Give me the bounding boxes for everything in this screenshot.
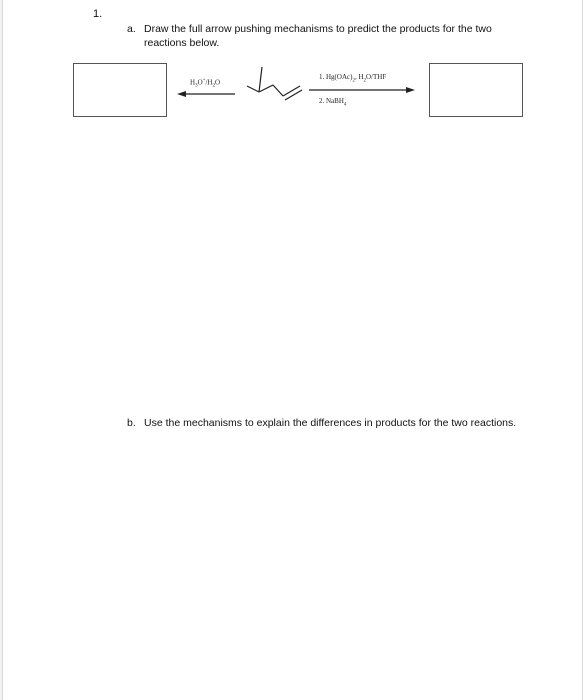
question-number: 1. xyxy=(93,8,103,20)
reaction-scheme-drawing xyxy=(177,66,415,101)
part-b-letter: b. xyxy=(127,417,136,429)
part-a-text: Draw the full arrow pushing mechanisms t… xyxy=(144,23,492,49)
right-reaction-arrow xyxy=(309,87,415,93)
part-b-text: Use the mechanisms to explain the differ… xyxy=(144,417,517,429)
left-product-answer-box[interactable] xyxy=(73,63,167,117)
acid-hydration-reagent: H3O+/H2O xyxy=(190,78,221,89)
part-b-prompt: b. Use the mechanisms to explain the diff… xyxy=(127,417,516,429)
alkene-skeletal-structure xyxy=(246,66,303,101)
part-a-letter: a. xyxy=(127,23,136,35)
oxymercuration-reagent-step1: 1. Hg(OAc)2, H2O/THF xyxy=(319,73,387,84)
right-product-answer-box[interactable] xyxy=(429,63,523,117)
part-a-prompt: a. Draw the full arrow pushing mechanism… xyxy=(127,22,517,50)
oxymercuration-reagent-step2: 2. NaBH4 xyxy=(319,97,347,108)
left-reaction-arrow xyxy=(177,91,235,97)
